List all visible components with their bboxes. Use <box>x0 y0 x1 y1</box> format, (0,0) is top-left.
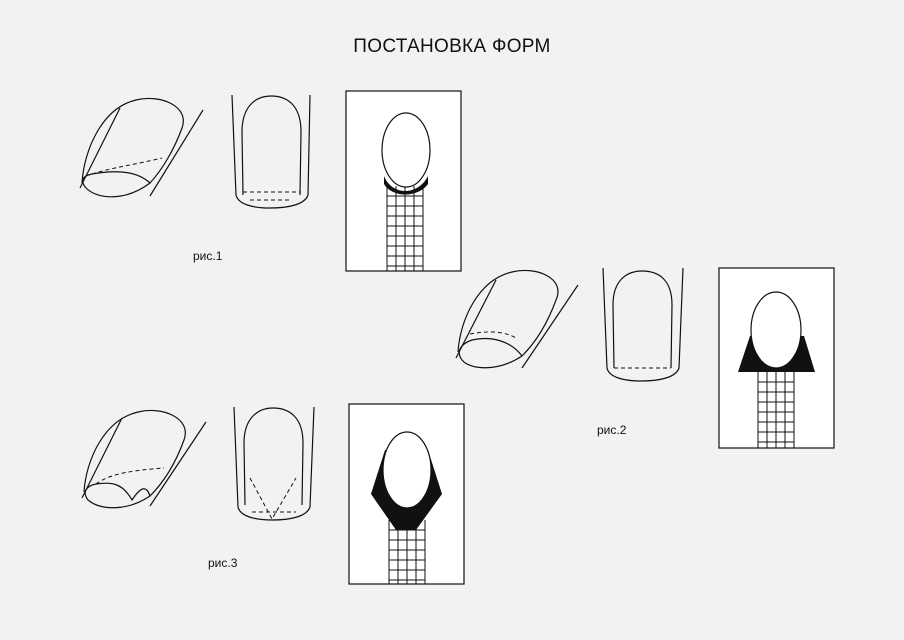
fig1-nail-form <box>345 90 462 272</box>
fig1-form-black-fill <box>384 176 428 195</box>
figure-3 <box>81 403 465 585</box>
fig2-form-grid <box>757 372 795 448</box>
fig2-nail-oval <box>750 291 802 369</box>
figure-1 <box>79 90 462 272</box>
figure-2 <box>455 267 835 449</box>
figure-3-caption: рис.3 <box>208 556 238 570</box>
fig1-form-grid <box>386 186 424 271</box>
fig2-finger-side-view <box>455 269 579 369</box>
fig3-finger-side-view <box>81 409 207 509</box>
fig3-finger-top-view <box>233 406 315 521</box>
fig1-finger-top-view <box>231 94 311 209</box>
fig2-finger-top-view <box>602 267 684 382</box>
fig3-nail-oval <box>382 431 432 509</box>
fig2-nail-form <box>718 267 835 449</box>
fig1-finger-side-view <box>79 97 204 198</box>
fig1-nail-oval <box>381 112 431 188</box>
page-title: ПОСТАНОВКА ФОРМ <box>353 36 551 57</box>
figure-2-caption: рис.2 <box>597 423 627 437</box>
figure-1-caption: рис.1 <box>193 249 223 263</box>
fig3-nail-form <box>348 403 465 585</box>
